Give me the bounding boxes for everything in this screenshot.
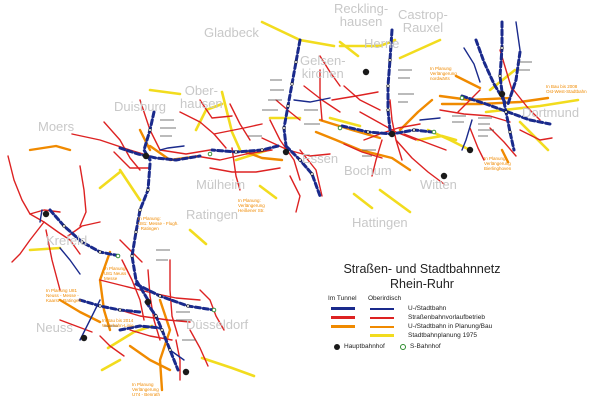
- note-ratingen: In Planung: U81: Messe - Flugh. - Rating…: [138, 216, 179, 231]
- city-gelsenkirchen: Gelsen- kirchen: [300, 53, 346, 81]
- city-neuss: Neuss: [36, 320, 73, 335]
- city-herne: Herne: [364, 36, 400, 51]
- note-gelsenkirchen: In Planung Verlängerung nordwärts: [430, 66, 457, 81]
- city-hattingen: Hattingen: [352, 215, 408, 230]
- hbf-duisburg: [142, 152, 150, 160]
- legend-label: U-/Stadtbahn in Planung/Bau: [408, 323, 493, 330]
- legend-swatch-surface: [370, 326, 394, 328]
- note-dortmund: In Bau bis 2008 Ost-West-Stadtbahn: [546, 84, 587, 94]
- note-benrath: In Planung Verlängerung U74 - Benrath: [132, 382, 161, 397]
- note-neuss: In Planung U81 Neuss - Messe - Kaarst - …: [46, 288, 82, 303]
- city-ratingen: Ratingen: [186, 207, 239, 222]
- station-dots: [62, 46, 512, 352]
- city-recklinghausen: Reckling- hausen: [334, 1, 389, 29]
- hbf-benrath: [182, 368, 190, 376]
- hbf-bochum: [388, 130, 396, 138]
- note-dortmund-sued: In Planung: Verlängerung Bierlinghoven: [484, 156, 512, 171]
- hbf-krefeld: [42, 210, 50, 218]
- legend-col-surface: Oberirdisch: [368, 295, 402, 302]
- legend-swatch-surface: [370, 334, 394, 337]
- city-bochum: Bochum: [344, 163, 392, 178]
- city-dortmund: Dortmund: [522, 105, 580, 120]
- legend-swatch-tunnel: [331, 325, 355, 328]
- hbf-essen: [282, 148, 290, 156]
- city-moers: Moers: [38, 119, 75, 134]
- city-muelheim: Mülheim: [196, 177, 246, 192]
- legend-label: Straßenbahnvorlaufbetrieb: [408, 314, 485, 321]
- legend: Straßen- und Stadtbahnnetz Rhein-Ruhr Im…: [322, 262, 522, 372]
- legend-label: Stadtbahnplanung 1975: [408, 332, 478, 339]
- note-duesseldorf: In Bau bis 2014 Wehrhahn-Linie: [102, 318, 134, 328]
- note-krefeld: In Planung: U81 Neuss - Messe: [104, 266, 130, 281]
- legend-row-planung1975: Stadtbahnplanung 1975: [322, 332, 522, 341]
- legend-swatch-tunnel: [331, 316, 355, 319]
- hbf-neuss: [80, 334, 88, 342]
- hbf-gelsenkirchen: [362, 68, 370, 76]
- hauptbahnhof-markers: [42, 68, 506, 376]
- hbf-dortmund: [498, 90, 506, 98]
- legend-row-planung: U-/Stadtbahn in Planung/Bau: [322, 323, 522, 332]
- station-label-marks: [104, 61, 532, 341]
- city-duisburg: Duisburg: [114, 99, 167, 114]
- legend-title: Straßen- und Stadtbahnnetz Rhein-Ruhr: [343, 262, 501, 291]
- hbf-witten: [440, 172, 448, 180]
- city-gladbeck: Gladbeck: [204, 25, 259, 40]
- legend-row-strassenbahn: Straßenbahnvorlaufbetrieb: [322, 314, 522, 323]
- city-castrop-rauxel: Castrop- Rauxel: [398, 7, 448, 35]
- city-krefeld: Krefeld: [46, 233, 88, 248]
- city-oberhausen: Ober- hausen: [180, 83, 223, 111]
- legend-label: U-/Stadtbahn: [408, 305, 447, 312]
- hbf-duesseldorf: [144, 298, 152, 306]
- legend-col-tunnel: Im Tunnel: [328, 295, 357, 302]
- legend-swatch-tunnel: [331, 307, 355, 310]
- planning-lines: [28, 74, 550, 392]
- legend-hbf-icon: [334, 344, 340, 350]
- stadtbahn-surface-lines: [39, 21, 521, 361]
- city-essen: Essen: [302, 151, 339, 166]
- legend-hbf-label: Hauptbahnhof: [344, 343, 385, 350]
- legend-sbf-label: S-Bahnhof: [410, 343, 441, 350]
- legend-row-stadtbahn: U-/Stadtbahn: [322, 305, 522, 314]
- city-duesseldorf: Düsseldorf: [186, 317, 249, 332]
- legend-swatch-surface: [370, 317, 394, 319]
- note-muelheim: In Planung: Verlängerung Heißener Str.: [238, 198, 265, 213]
- legend-swatch-surface: [370, 308, 394, 310]
- s-bahnhof-markers: [115, 95, 465, 313]
- city-witten: Witten: [420, 177, 457, 192]
- legend-sbf-icon: [400, 344, 406, 350]
- hbf-dortmund-sued: [466, 146, 474, 154]
